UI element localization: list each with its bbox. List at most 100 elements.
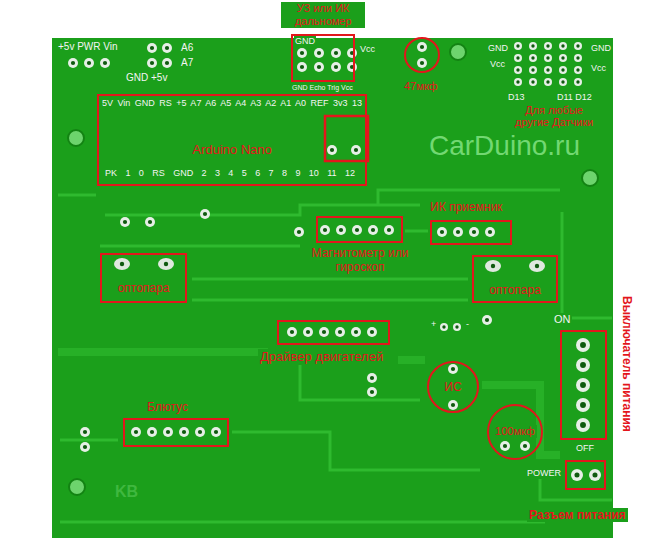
pad-hole	[71, 61, 75, 65]
pad-hole	[516, 80, 519, 83]
pad-hole	[420, 45, 424, 49]
annotation-circle: 47мкф	[404, 37, 440, 73]
pad-hole	[561, 68, 564, 71]
oval-pad	[485, 260, 501, 272]
pad	[327, 145, 337, 155]
silkscreen-label: GND Echo Trig Vcc	[291, 84, 354, 92]
annotation-box: Разъем питания	[565, 460, 606, 490]
annotation-text: Блютус	[145, 400, 190, 414]
silkscreen-label: KB	[114, 482, 139, 501]
mounting-hole	[69, 479, 85, 495]
pad-hole	[451, 403, 455, 407]
pad	[500, 441, 510, 451]
pad-hole	[182, 430, 186, 434]
pad-hole	[150, 46, 154, 50]
trace	[232, 432, 480, 470]
pad-hole	[576, 68, 579, 71]
pad-hole	[354, 330, 358, 334]
annotation-box: Блютус	[123, 418, 229, 447]
pad-hole	[580, 422, 586, 428]
pad	[68, 58, 78, 68]
pad-hole	[580, 382, 586, 388]
silkscreen-label: D13	[507, 92, 526, 103]
highlight-box	[325, 116, 368, 161]
pad-hole	[516, 56, 519, 59]
pad	[347, 48, 357, 58]
pad	[200, 209, 210, 219]
pad	[514, 78, 522, 86]
annotation-box: Выключатель питания	[560, 330, 607, 440]
pad	[320, 225, 330, 235]
pad	[485, 227, 495, 237]
pad	[100, 58, 110, 68]
pad-hole	[420, 61, 424, 65]
pad	[331, 62, 341, 72]
pad	[574, 54, 582, 62]
pad	[529, 54, 537, 62]
silkscreen-label: Vcc	[489, 59, 506, 70]
pad	[297, 62, 307, 72]
silkscreen-label: PK 1 0 RS GND 2 3 4 5 6 7 8 9 10 11 12	[104, 168, 356, 179]
annotation-circle: 100мкф	[487, 404, 543, 460]
pad-hole	[164, 262, 168, 266]
pad-hole	[120, 262, 124, 266]
mounting-hole	[68, 130, 84, 146]
pad-hole	[456, 230, 460, 234]
pad	[520, 441, 530, 451]
pad	[514, 66, 522, 74]
annotation-box: оптопара	[100, 253, 187, 303]
trace	[60, 439, 118, 442]
pad	[80, 427, 90, 437]
pad	[529, 66, 537, 74]
pad-hole	[370, 376, 374, 380]
pad	[514, 42, 522, 50]
pad	[294, 227, 304, 237]
pad	[469, 227, 479, 237]
pad-hole	[451, 367, 455, 371]
pad-hole	[297, 230, 301, 234]
pad	[448, 400, 458, 410]
silkscreen-label: Vcc	[359, 44, 376, 55]
pad	[368, 225, 378, 235]
pad-hole	[440, 230, 444, 234]
silkscreen-label: D11 D12	[556, 92, 593, 103]
pad	[303, 327, 313, 337]
pad	[314, 48, 324, 58]
trace	[405, 230, 428, 233]
pad	[163, 427, 173, 437]
pad-hole	[546, 68, 549, 71]
pad-hole	[317, 51, 321, 55]
trace	[482, 385, 560, 455]
pad	[544, 78, 552, 86]
annotation-box: ИК приемник	[430, 220, 512, 245]
pad-hole	[531, 56, 534, 59]
pad	[576, 378, 590, 392]
pad	[529, 42, 537, 50]
pad-hole	[576, 80, 579, 83]
silkscreen-label: CarDuino.ru	[428, 130, 581, 162]
pad	[367, 327, 377, 337]
copper-traces	[58, 190, 612, 522]
pad-hole	[330, 148, 334, 152]
pad	[559, 54, 567, 62]
annotation-text: Магнитометр или гироскоп	[306, 246, 414, 274]
silkscreen-label: GND	[487, 43, 509, 54]
pad-hole	[574, 472, 579, 477]
pad	[448, 364, 458, 374]
pad	[367, 373, 377, 383]
pad-hole	[546, 80, 549, 83]
pad	[574, 66, 582, 74]
pad	[574, 42, 582, 50]
annotation-text: ИК приемник	[428, 200, 504, 214]
pad	[162, 43, 172, 53]
pad	[179, 427, 189, 437]
silkscreen-label: Vcc	[590, 63, 607, 74]
pad	[80, 442, 90, 452]
pad	[331, 48, 341, 58]
pad-hole	[455, 325, 458, 328]
pad	[147, 427, 157, 437]
trace	[105, 205, 420, 215]
pad-hole	[203, 212, 207, 216]
pad-hole	[334, 65, 338, 69]
silkscreen-label: A6	[180, 42, 194, 54]
